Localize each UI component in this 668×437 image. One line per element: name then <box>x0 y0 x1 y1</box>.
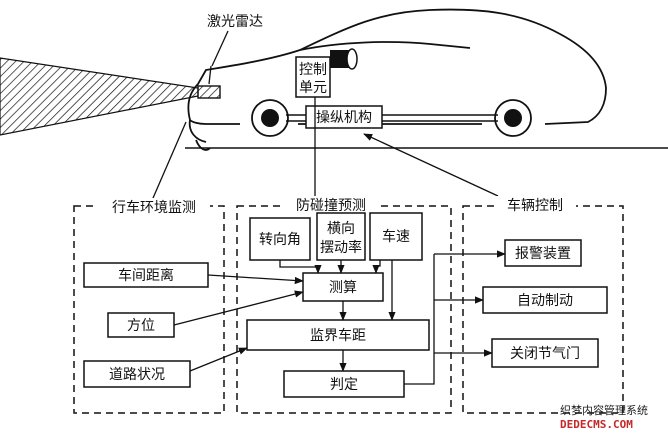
flow-lines <box>173 250 506 385</box>
front-tire-stub <box>195 139 211 151</box>
steer-box <box>249 217 311 261</box>
front-bumper <box>188 119 207 143</box>
lidar-unit <box>197 85 221 99</box>
lidar-mount <box>208 65 212 85</box>
throttle-label: 关闭节气门 <box>510 346 580 362</box>
distance-box <box>83 262 209 288</box>
critical-label: 监界车距 <box>310 327 366 344</box>
direction-box <box>107 312 175 338</box>
control-unit-box <box>295 56 331 98</box>
vehicle-leader <box>363 133 499 197</box>
yaw-box <box>316 212 366 261</box>
car-illustration: 控制 单元 操纵机构 激光雷达 <box>0 8 668 151</box>
alarm-box <box>504 239 582 267</box>
calc-label: 测算 <box>329 280 357 296</box>
env-group-title: 行车环境监测 <box>112 199 196 216</box>
vehicle-group-title: 车辆控制 <box>507 197 563 214</box>
brake-label: 自动制动 <box>517 293 573 309</box>
control-unit-label-2: 单元 <box>299 80 327 96</box>
steer-label: 转向角 <box>259 232 301 248</box>
control-unit-label-1: 控制 <box>299 62 327 78</box>
yaw-label-1: 横向 <box>327 221 355 237</box>
watermark-line2: DEDECMS.COM <box>560 418 633 431</box>
speed-label: 车速 <box>382 228 410 245</box>
road-box <box>83 360 191 388</box>
alarm-label: 报警装置 <box>515 246 571 262</box>
env-leader <box>149 121 187 206</box>
rear-wheel <box>494 99 532 137</box>
lidar-label: 激光雷达 <box>207 13 263 30</box>
front-wheel <box>251 99 289 137</box>
judge-label: 判定 <box>330 377 358 393</box>
yaw-label-2: 摆动率 <box>320 239 362 256</box>
lidar-leader <box>211 30 229 67</box>
speed-box <box>369 212 423 261</box>
critical-box <box>246 319 430 351</box>
window-line <box>299 41 471 51</box>
roof-sensor <box>330 48 358 70</box>
calc-box <box>302 272 384 302</box>
road-label: 道路状况 <box>109 367 165 383</box>
actuator-box <box>305 105 383 129</box>
collision-group-title: 防碰撞预测 <box>296 198 366 214</box>
laser-beam <box>0 57 199 136</box>
vehicle-group <box>462 205 624 414</box>
direction-label: 方位 <box>127 318 155 334</box>
watermark-line1: 织梦内容管理系统 <box>560 403 648 417</box>
actuator-label: 操纵机构 <box>316 110 372 126</box>
watermark: 织梦内容管理系统 DEDECMS.COM <box>560 403 648 431</box>
distance-label: 车间距离 <box>118 267 174 284</box>
